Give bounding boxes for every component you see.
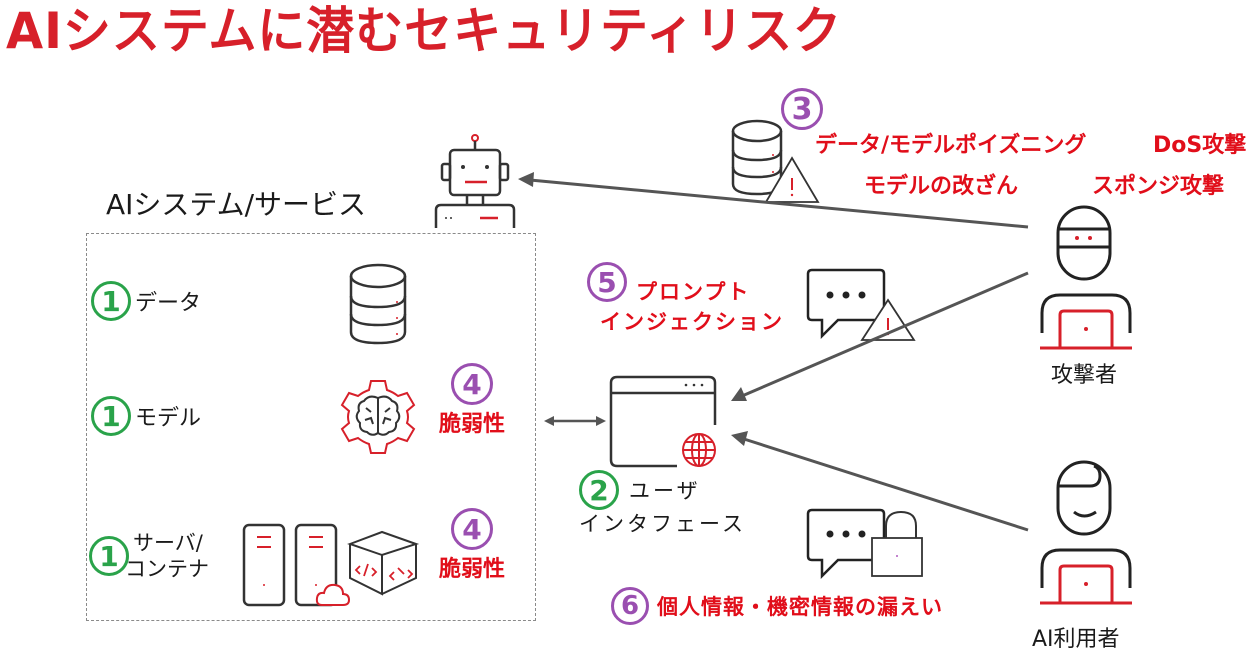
risk6: 6 個人情報・機密情報の漏えい <box>611 587 943 625</box>
bidirectional-arrow <box>544 416 606 426</box>
number-badge: 1 <box>91 281 131 321</box>
component-label: モデル <box>135 406 202 431</box>
browser-window-icon <box>609 375 717 468</box>
database-icon <box>349 263 407 345</box>
ui-label-line1: ユーザ <box>629 479 701 503</box>
chat-warning-icon <box>806 268 916 341</box>
ui-label-line2: インタフェース <box>579 512 746 536</box>
risk5-label-line2: インジェクション <box>600 310 784 334</box>
number-badge: 2 <box>579 470 619 510</box>
ai-system-label: AIシステム/サービス <box>106 188 367 221</box>
arrow-attacker-to-ui <box>731 271 1029 401</box>
risk5-number-badge: 5 <box>587 262 627 302</box>
ai-system-boundary <box>86 233 536 621</box>
component-label-line1: サーバ/ <box>133 531 203 555</box>
arrow-attacker-to-robot <box>518 172 1029 229</box>
component-data: 1 データ <box>91 281 201 321</box>
risk3-dos: DoS攻撃 <box>1153 133 1247 158</box>
robot-icon <box>434 134 516 228</box>
globe-icon <box>682 433 716 467</box>
risk3-poisoning: データ/モデルポイズニング <box>815 133 1087 158</box>
page-title: AIシステムに潜むセキュリティリスク <box>6 2 842 60</box>
number-badge: 1 <box>89 536 129 576</box>
component-label: データ <box>135 291 202 316</box>
brain-gear-icon <box>340 380 416 454</box>
vulnerability-model: 4 脆弱性 <box>436 363 508 438</box>
attacker-label: 攻撃者 <box>1051 363 1118 388</box>
component-label-line2: コンテナ <box>125 557 209 581</box>
container-cube-icon <box>347 530 420 596</box>
user-interface-label: 2 ユーザ インタフェース <box>579 470 746 538</box>
ai-user-label: AI利用者 <box>1032 627 1120 652</box>
risk6-label: 個人情報・機密情報の漏えい <box>657 595 943 619</box>
vulnerability-label: 脆弱性 <box>438 557 505 582</box>
risk3-sponge: スポンジ攻撃 <box>1092 174 1225 199</box>
risk6-number-badge: 6 <box>611 587 649 625</box>
user-icon <box>1040 460 1132 605</box>
vulnerability-server: 4 脆弱性 <box>436 508 508 583</box>
chat-lock-icon <box>806 508 923 580</box>
number-badge: 4 <box>451 363 493 405</box>
component-model: 1 モデル <box>91 396 201 436</box>
number-badge: 1 <box>91 396 131 436</box>
arrow-user-to-ui <box>731 431 1029 532</box>
database-warning-icon <box>731 119 820 203</box>
component-server-container: 1 サーバ/ コンテナ <box>89 530 209 582</box>
number-badge: 4 <box>451 508 493 550</box>
risk3-tampering: モデルの改ざん <box>864 174 1019 199</box>
risk3-number-badge: 3 <box>781 88 823 130</box>
risk5-label-line1: プロンプト <box>636 280 751 304</box>
attacker-icon <box>1040 205 1132 350</box>
server-icon <box>242 523 351 607</box>
vulnerability-label: 脆弱性 <box>438 412 505 437</box>
cloud-icon <box>315 583 351 606</box>
